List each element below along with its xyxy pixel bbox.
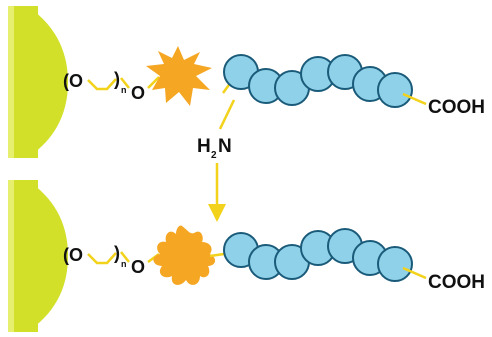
top-surface [8,6,68,158]
bottom-terminal-group: COOH [428,272,485,293]
reaction-arrow [208,163,226,222]
bottom-linker-open: (O [63,245,83,265]
amine-reagent: H 2 N [197,99,236,161]
top-linker-open: (O [63,71,83,91]
bottom-linker-subscript: n [121,259,127,269]
bottom-conjugated-blob [153,225,216,285]
bottom-peptide-chain [223,228,413,282]
bottom-linker-close: ) [114,243,120,263]
top-assembly: (O ) n O COOH [8,6,485,158]
top-linker-subscript: n [121,85,127,95]
top-reactive-star [146,46,212,106]
reagent-n: N [218,136,232,157]
bottom-assembly: (O ) n O COOH [8,180,485,332]
reagent-subscript: 2 [211,150,217,161]
bottom-linker: (O ) n O [63,243,160,277]
top-peptide-chain [223,54,413,108]
top-linker-close: ) [114,69,120,89]
top-terminal-group: COOH [428,97,485,118]
reagent-h: H [197,136,211,157]
bottom-surface [8,180,68,332]
top-linker-oxygen: O [131,83,145,103]
top-linker: (O ) n O [63,69,160,103]
bottom-linker-oxygen: O [131,257,145,277]
